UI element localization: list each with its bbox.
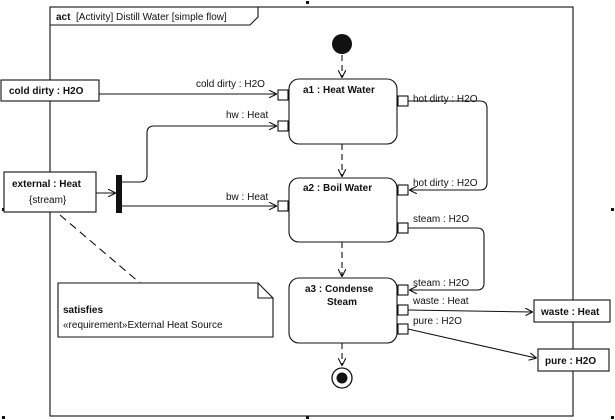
- action-a1-label: a1 : Heat Water: [303, 85, 375, 96]
- pin-label-a2-bw: bw : Heat: [226, 192, 268, 203]
- action-a2-label: a2 : Boil Water: [303, 183, 372, 194]
- pin-a3-waste-out[interactable]: [397, 304, 409, 316]
- object-node-cold-dirty[interactable]: [0, 79, 100, 102]
- note-text: «requirement»External Heat Source: [63, 320, 223, 331]
- pin-label-a1-cold-dirty: cold dirty : H2O: [196, 79, 265, 90]
- pin-a1-hw[interactable]: [277, 120, 289, 132]
- activity-final-node-inner: [336, 372, 348, 384]
- flow-fork-to-a1-hw: [122, 126, 276, 183]
- note-anchor-line: [59, 214, 141, 284]
- action-a3[interactable]: [288, 277, 398, 344]
- object-node-waste-heat[interactable]: [533, 299, 611, 323]
- action-a2[interactable]: [288, 177, 398, 243]
- pin-label-a1-hot-dirty: hot dirty : H2O: [413, 94, 478, 105]
- action-a3-label-line2: Steam: [327, 297, 357, 308]
- frame-title: [Activity] Distill Water [simple flow]: [76, 12, 227, 23]
- initial-node[interactable]: [332, 34, 352, 54]
- flow-a1-to-a2-hot-dirty: [408, 100, 488, 190]
- fork-node[interactable]: [116, 175, 122, 213]
- pin-a2-steam-out[interactable]: [397, 222, 409, 234]
- pin-label-a2-steam: steam : H2O: [413, 214, 469, 225]
- pin-a2-bw[interactable]: [277, 200, 289, 212]
- requirement-note-fold: [257, 283, 273, 299]
- action-a1[interactable]: [288, 78, 398, 145]
- flow-a2-to-a3-steam: [408, 227, 485, 290]
- object-node-waste-heat-label: waste : Heat: [540, 307, 600, 318]
- pin-label-a3-steam: steam : H2O: [413, 278, 469, 289]
- frame-header-tab: [50, 7, 259, 26]
- object-node-cold-dirty-label: cold dirty : H2O: [9, 86, 84, 97]
- pin-a3-pure-out[interactable]: [397, 323, 409, 335]
- object-node-pure-h2o-label: pure : H2O: [545, 356, 596, 367]
- pin-a2-hot-dirty-in[interactable]: [397, 184, 409, 196]
- object-node-pure-h2o[interactable]: [537, 348, 610, 372]
- frame-keyword: act: [56, 12, 71, 23]
- pin-label-a3-waste: waste : Heat: [412, 296, 469, 307]
- pin-label-a2-hot-dirty: hot dirty : H2O: [413, 178, 478, 189]
- pin-a3-steam-in[interactable]: [397, 284, 409, 296]
- object-node-external-heat[interactable]: [3, 171, 97, 213]
- pin-a1-hot-dirty-out[interactable]: [397, 95, 409, 107]
- pin-a1-cold-dirty[interactable]: [277, 89, 289, 101]
- flow-a3-to-waste: [407, 310, 532, 312]
- object-node-external-heat-label: external : Heat: [12, 179, 82, 190]
- pin-label-a1-hw: hw : Heat: [226, 110, 268, 121]
- object-node-external-heat-stereotype: {stream}: [29, 195, 67, 206]
- pin-label-a3-pure: pure : H2O: [413, 316, 462, 327]
- flow-a3-to-pure: [407, 328, 536, 358]
- action-a3-label-line1: a3 : Condense: [305, 284, 374, 295]
- requirement-note[interactable]: [57, 282, 274, 338]
- note-keyword: satisfies: [63, 305, 103, 316]
